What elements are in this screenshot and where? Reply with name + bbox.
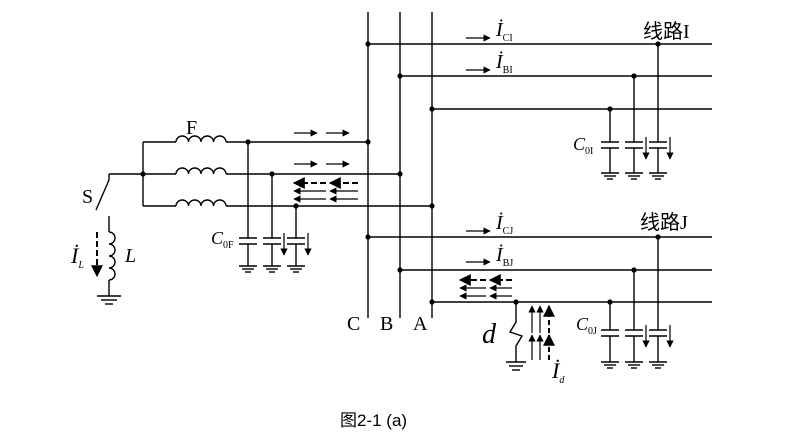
inductor-l-label: L [124, 245, 136, 267]
bus-c-label: C [347, 313, 360, 335]
fault-current-arrows [528, 304, 555, 360]
capacitor-bank-source [239, 139, 312, 273]
cap-c0i-label: C0I [573, 134, 593, 157]
source-current-arrows [292, 129, 358, 203]
transformer-windings [142, 135, 432, 207]
cap-c0j-label: C0J [576, 314, 597, 337]
line-i-junctions [365, 41, 435, 112]
current-cj-label: İCJ [495, 211, 513, 237]
switch-s-label: S [82, 186, 93, 208]
bus-bars [367, 12, 433, 318]
line-j-junctions [365, 234, 519, 305]
current-bj-label: İBJ [495, 243, 513, 269]
figure-caption: 图2-1 (a) [340, 411, 407, 430]
fault-line-arrows [458, 274, 512, 300]
transformer-f-label: F [186, 117, 197, 139]
line-j-conductors [368, 236, 712, 303]
fault-d-label: d [482, 319, 497, 350]
current-ci-label: İCI [495, 18, 513, 44]
current-il-label: İL [70, 243, 84, 271]
switch-and-coil [95, 173, 143, 305]
bus-b-label: B [380, 313, 393, 335]
cap-c0f-label: C0F [211, 228, 234, 251]
line-i-label: 线路I [643, 20, 690, 43]
current-bi-label: İBI [495, 50, 513, 76]
capacitor-bank-line-j [601, 234, 674, 369]
bus-a-label: A [413, 313, 428, 335]
fault-path [506, 302, 526, 371]
line-i-conductors [368, 43, 712, 110]
line-j-label: 线路J [640, 211, 688, 234]
source-junctions [140, 139, 435, 209]
current-id-label: İd [551, 358, 565, 386]
capacitor-bank-line-i [601, 41, 674, 180]
